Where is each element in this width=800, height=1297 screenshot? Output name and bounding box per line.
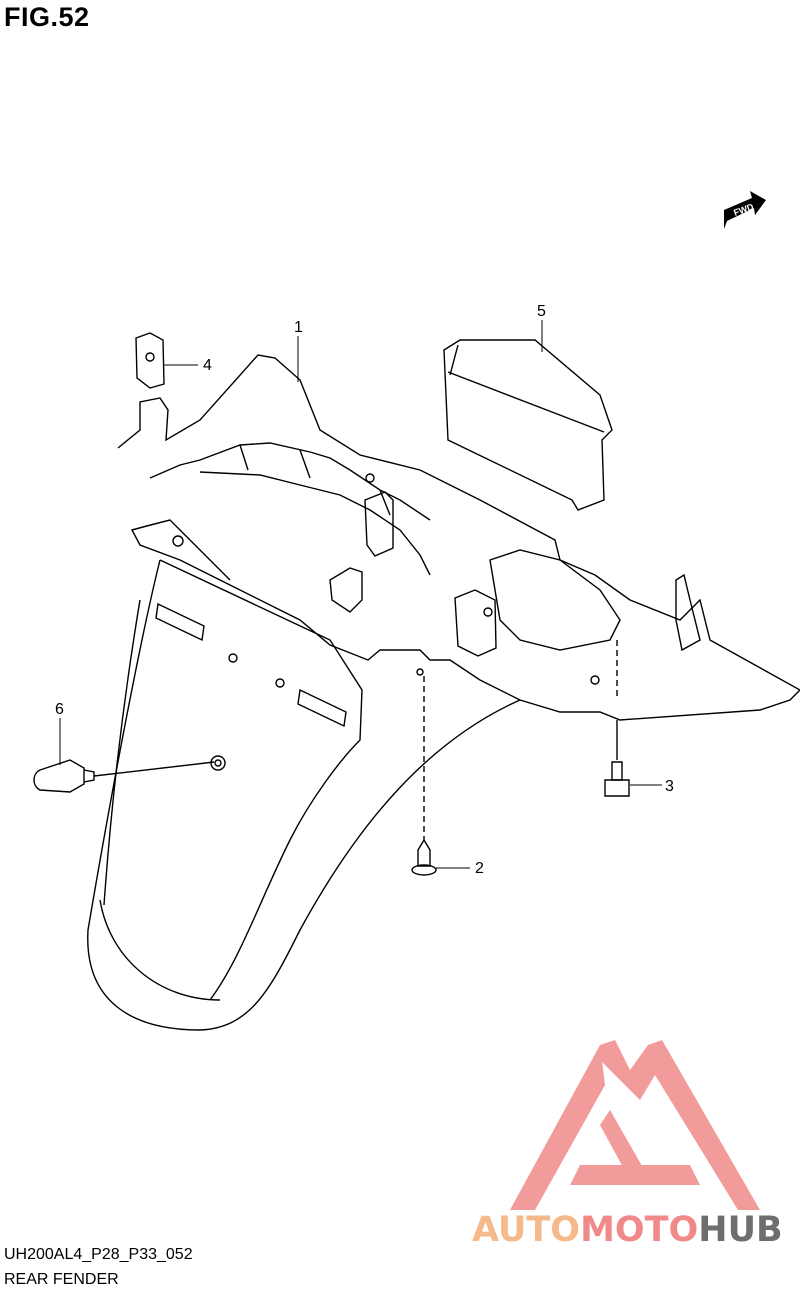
- watermark-logo-icon: [510, 1040, 760, 1210]
- part-3-bolt: [604, 640, 630, 797]
- callout-6: 6: [55, 701, 64, 718]
- callout-3: 3: [665, 778, 674, 795]
- figure-name: REAR FENDER: [4, 1271, 119, 1288]
- callout-2: 2: [475, 860, 484, 877]
- part-4-clip: [135, 332, 165, 389]
- figure-code: UH200AL4_P28_P33_052: [4, 1246, 193, 1263]
- callout-1: 1: [294, 319, 303, 336]
- callout-5: 5: [537, 303, 546, 320]
- watermark-moto: MOTO: [580, 1210, 699, 1250]
- callout-4: 4: [203, 357, 212, 374]
- part-5-pad: [443, 339, 613, 511]
- part-2-rivet: [411, 676, 437, 876]
- watermark-auto: AUTO: [472, 1210, 581, 1250]
- figure-title: FIG.52: [4, 2, 90, 32]
- fwd-arrow-icon: FWD: [724, 191, 766, 229]
- watermark-text: AUTOMOTOHUB: [472, 1210, 783, 1250]
- leader-lines: [59, 320, 662, 869]
- part-6-cushion: [33, 759, 215, 793]
- watermark-hub: HUB: [698, 1210, 783, 1250]
- fwd-label: FWD: [732, 201, 755, 218]
- part-1-rear-fender: [87, 354, 800, 1031]
